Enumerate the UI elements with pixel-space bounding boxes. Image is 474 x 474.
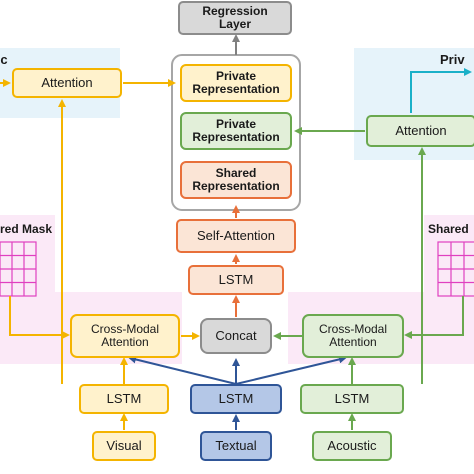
cyan-connector bbox=[410, 68, 472, 113]
right-mask-title: Shared bbox=[428, 222, 469, 237]
textual-input: Textual bbox=[200, 431, 272, 461]
visual-input: Visual bbox=[92, 431, 156, 461]
left-mask-grid bbox=[0, 241, 37, 297]
shared-representation: Shared Representation bbox=[180, 161, 292, 199]
lstm-right: LSTM bbox=[300, 384, 404, 414]
right-mask-grid bbox=[437, 241, 474, 297]
cross-modal-attention-right: Cross-Modal Attention bbox=[302, 314, 404, 358]
right-top-title: Priv bbox=[440, 51, 465, 67]
green-connectors bbox=[273, 127, 464, 430]
private-representation-green: Private Representation bbox=[180, 112, 292, 150]
left-mask-title: red Mask bbox=[0, 222, 53, 237]
private-representation-yellow: Private Representation bbox=[180, 64, 292, 102]
self-attention-box: Self-Attention bbox=[176, 219, 296, 253]
lstm-center: LSTM bbox=[190, 384, 282, 414]
cross-modal-attention-left: Cross-Modal Attention bbox=[70, 314, 180, 358]
lstm-center-top: LSTM bbox=[188, 265, 284, 295]
attention-right: Attention bbox=[366, 115, 474, 147]
acoustic-input: Acoustic bbox=[312, 431, 392, 461]
blue-connectors bbox=[128, 355, 347, 430]
lstm-left: LSTM bbox=[79, 384, 169, 414]
regression-layer-box: Regression Layer bbox=[178, 1, 292, 35]
concat-box: Concat bbox=[200, 318, 272, 354]
attention-left: Attention bbox=[12, 68, 122, 98]
left-edge-text: c bbox=[0, 51, 8, 67]
yellow-connectors bbox=[0, 79, 200, 430]
